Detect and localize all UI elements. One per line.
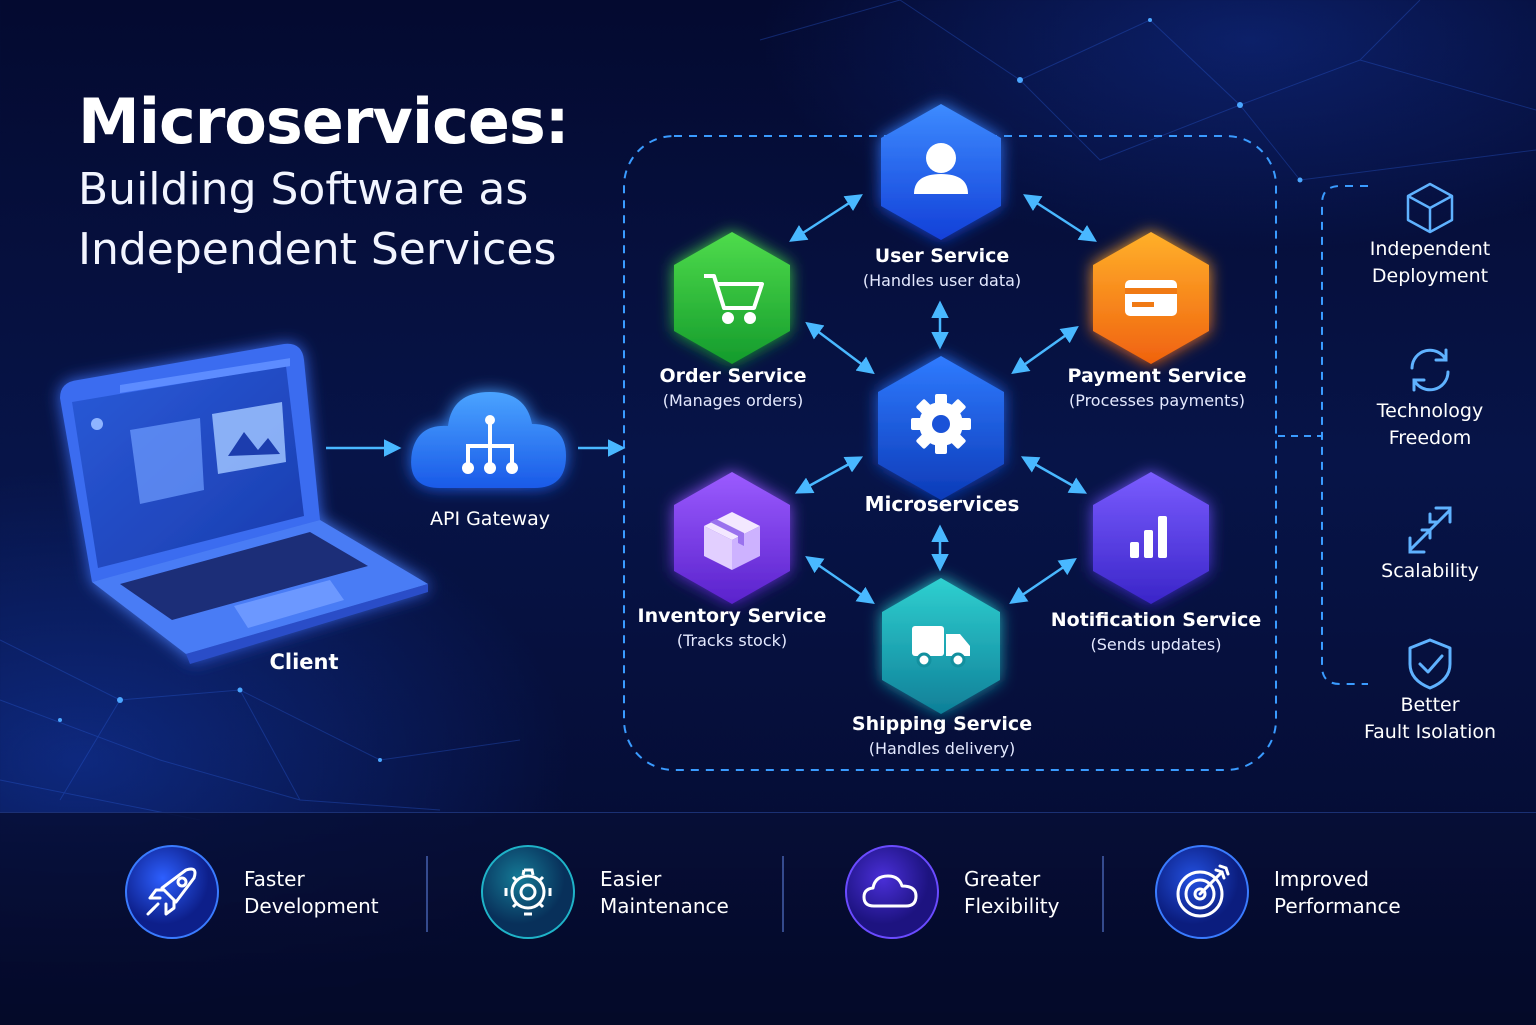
benefit-scalability-line1: Scalability <box>1381 560 1479 582</box>
user-service-name: User Service <box>874 245 1010 267</box>
benefit-independent-deployment-line2: Deployment <box>1371 265 1489 287</box>
cart-icon <box>704 274 764 324</box>
bottom-benefit-greater-line2: Flexibility <box>964 894 1060 918</box>
target-icon <box>1155 845 1249 939</box>
shipping-service-label: Shipping Service (Handles delivery) <box>852 713 1032 758</box>
rocket-icon <box>125 845 219 939</box>
bar-chart-icon <box>1130 516 1167 558</box>
benefit-fault-isolation-line1: Better <box>1400 694 1460 716</box>
bottom-benefit-easier-maintenance-text: Easier Maintenance <box>600 866 729 920</box>
user-service-desc: (Handles user data) <box>862 271 1022 290</box>
order-service-label: Order Service (Manages orders) <box>660 365 807 410</box>
page-title: Microservices: <box>78 85 570 158</box>
bottom-divider-1 <box>426 856 428 932</box>
api-gateway-label: API Gateway <box>429 508 551 530</box>
notification-service-desc: (Sends updates) <box>1090 635 1222 654</box>
payment-service-desc: (Processes payments) <box>1068 391 1246 410</box>
payment-service-label: Payment Service (Processes payments) <box>1068 365 1247 410</box>
shield-check-icon <box>1408 638 1452 690</box>
cube-icon <box>1406 182 1454 234</box>
client-label: Client <box>269 650 339 674</box>
box-icon <box>704 512 760 570</box>
bottom-benefit-improved-line1: Improved <box>1274 867 1369 891</box>
benefit-technology-freedom-line2: Freedom <box>1388 427 1472 449</box>
bottom-benefit-easier-maintenance: Easier Maintenance <box>480 844 780 940</box>
bottom-benefit-faster-development-text: Faster Development <box>244 866 379 920</box>
benefit-fault-isolation-line2: Fault Isolation <box>1363 721 1497 743</box>
bottom-benefit-improved-performance-text: Improved Performance <box>1274 866 1401 920</box>
bottom-benefit-faster-line2: Development <box>244 894 379 918</box>
payment-service-name: Payment Service <box>1067 365 1247 387</box>
bottom-benefit-improved-performance: Improved Performance <box>1154 844 1454 940</box>
inventory-service-label: Inventory Service (Tracks stock) <box>638 605 827 650</box>
scale-arrows-icon <box>1408 506 1452 554</box>
shipping-service-name: Shipping Service <box>851 713 1033 735</box>
order-service-name: Order Service <box>659 365 807 387</box>
benefit-independent-deployment: Independent Deployment <box>1340 180 1520 290</box>
refresh-icon <box>1410 348 1450 392</box>
inventory-service-desc: (Tracks stock) <box>676 631 788 650</box>
page-subtitle-line2: Independent Services <box>78 224 557 275</box>
title-block: Microservices: Building Software as Inde… <box>78 84 638 280</box>
bottom-benefit-easier-line2: Maintenance <box>600 894 729 918</box>
cloud-icon <box>845 845 939 939</box>
notification-service-name: Notification Service <box>1050 609 1262 631</box>
benefit-fault-isolation: Better Fault Isolation <box>1340 636 1520 746</box>
bottom-benefit-faster-development: Faster Development <box>124 844 424 940</box>
bottom-divider-2 <box>782 856 784 932</box>
bottom-benefit-greater-flexibility: Greater Flexibility <box>844 844 1104 940</box>
bottom-benefit-faster-line1: Faster <box>244 867 305 891</box>
benefit-scalability: Scalability <box>1340 502 1520 585</box>
shipping-service-desc: (Handles delivery) <box>868 739 1016 758</box>
order-service-desc: (Manages orders) <box>662 391 804 410</box>
bottom-benefits-bar <box>0 812 1536 1025</box>
microservices-hub-label: Microservices <box>864 492 1020 516</box>
order-service-hex <box>674 232 790 364</box>
bottom-benefit-easier-line1: Easier <box>600 867 662 891</box>
bottom-benefit-greater-flexibility-text: Greater Flexibility <box>964 866 1059 920</box>
laptop-icon <box>60 343 428 664</box>
gear-icon <box>481 845 575 939</box>
bottom-divider-3 <box>1102 856 1104 932</box>
inventory-service-name: Inventory Service <box>637 605 827 627</box>
benefit-technology-freedom-line1: Technology <box>1376 400 1484 422</box>
bottom-benefit-improved-line2: Performance <box>1274 894 1401 918</box>
benefit-technology-freedom: Technology Freedom <box>1340 342 1520 452</box>
benefit-independent-deployment-line1: Independent <box>1369 238 1491 260</box>
user-icon <box>914 143 968 194</box>
truck-icon <box>912 626 970 668</box>
gear-icon-hub <box>911 394 971 454</box>
notification-service-label: Notification Service (Sends updates) <box>1051 609 1262 654</box>
page-subtitle-line1: Building Software as <box>78 164 529 215</box>
card-icon <box>1125 280 1177 316</box>
bottom-benefit-greater-line1: Greater <box>964 867 1041 891</box>
api-gateway-cloud-icon <box>411 392 566 488</box>
user-service-label: User Service (Handles user data) <box>863 245 1021 290</box>
